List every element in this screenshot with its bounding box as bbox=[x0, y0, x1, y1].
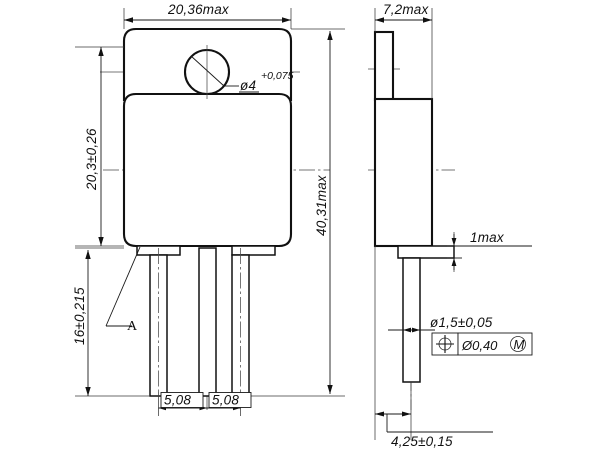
dim-body-height-label: 20,3±0,26 bbox=[84, 128, 99, 191]
dim-overall-height-label: 40,31max bbox=[314, 174, 329, 236]
dim-lead-setback: 4,25±0,15 bbox=[374, 246, 493, 449]
dim-setback-arrow-right bbox=[402, 411, 411, 417]
lead-middle bbox=[198, 247, 217, 397]
dim-lead-length: 16±0,215 bbox=[72, 247, 150, 397]
dim-body-height: 20,3±0,26 bbox=[75, 46, 124, 247]
side-view-dimensions: 7,2max 1max ø1,5±0,05 bbox=[374, 2, 533, 449]
dim-lead-pitch-right: 5,08 bbox=[207, 392, 252, 416]
mmc-modifier-icon: M bbox=[510, 336, 526, 352]
dim-pitch-right-label: 5,08 bbox=[212, 393, 239, 408]
dim-hole-label: ø4 bbox=[240, 78, 256, 93]
dim-lead-diameter-arrow-left bbox=[403, 327, 411, 333]
dim-thickness-arrow-left bbox=[375, 17, 384, 23]
dim-1max-arrow-bottom bbox=[451, 258, 457, 266]
lead-right-shoulder bbox=[231, 245, 276, 256]
hole-diameter-leader bbox=[190, 55, 225, 87]
gdt-tolerance-label: Ø0,40 bbox=[461, 338, 498, 353]
side-lead-shoulder bbox=[397, 245, 455, 259]
side-view bbox=[368, 30, 455, 410]
front-view-dimensions: 20,36max ø4 +0,075 20,3±0,26 16±0,215 bbox=[72, 2, 345, 416]
detail-letter-a: A bbox=[127, 319, 138, 334]
dim-width-arrow-right bbox=[282, 17, 291, 23]
gdt-feature-control-frame: Ø0,40 M bbox=[431, 332, 533, 356]
dim-1max-arrow-top bbox=[451, 238, 457, 246]
dim-setback-arrow-left bbox=[375, 411, 384, 417]
dim-overall-height-arrow-bottom bbox=[327, 385, 333, 394]
dim-body-height-arrow-top bbox=[98, 47, 104, 56]
dim-width-top: 20,36max bbox=[123, 2, 292, 29]
side-lead-pin bbox=[402, 257, 421, 383]
dim-thickness-top: 7,2max bbox=[374, 2, 433, 99]
dim-hole-tolerance-label: +0,075 bbox=[261, 70, 294, 82]
lead-middle-pin bbox=[198, 247, 217, 397]
dim-1max-label: 1max bbox=[470, 230, 505, 245]
dim-pitch-right-box bbox=[208, 392, 252, 408]
dim-body-height-arrow-bottom bbox=[98, 237, 104, 246]
dim-overall-height: 40,31max bbox=[249, 28, 345, 397]
side-package-body bbox=[373, 97, 434, 248]
dim-lead-offset-max: 1max bbox=[447, 230, 532, 272]
side-mounting-tab bbox=[373, 30, 395, 102]
dim-pitch-left-box bbox=[160, 392, 204, 408]
dim-overall-height-arrow-top bbox=[327, 31, 333, 40]
dim-setback-label: 4,25±0,15 bbox=[391, 434, 453, 449]
dim-thickness-arrow-right bbox=[423, 17, 432, 23]
mmc-letter: M bbox=[514, 337, 525, 352]
dim-lead-length-arrow-bottom bbox=[85, 387, 91, 396]
mounting-tab-outline bbox=[122, 27, 293, 102]
package-body-outline bbox=[122, 92, 293, 248]
dim-lead-diameter-label: ø1,5±0,05 bbox=[430, 315, 493, 330]
dim-width-label: 20,36max bbox=[167, 2, 230, 17]
dim-lead-length-arrow-top bbox=[85, 250, 91, 259]
position-symbol-icon bbox=[436, 335, 454, 353]
dim-lead-length-label: 16±0,215 bbox=[72, 287, 87, 345]
dim-width-arrow-left bbox=[124, 17, 133, 23]
dim-pitch-left-label: 5,08 bbox=[164, 393, 191, 408]
dim-lead-diameter: ø1,5±0,05 bbox=[388, 315, 493, 333]
mmc-circle bbox=[510, 336, 526, 352]
dim-lead-pitch-left: 5,08 bbox=[158, 392, 207, 416]
detail-a-leader bbox=[105, 246, 141, 327]
lead-left bbox=[136, 245, 181, 397]
dim-thickness-label: 7,2max bbox=[383, 2, 430, 17]
front-view bbox=[100, 27, 330, 410]
dim-hole-diameter: ø4 +0,075 bbox=[239, 70, 294, 93]
dim-lead-diameter-arrow-right bbox=[412, 327, 420, 333]
lead-right bbox=[231, 245, 276, 397]
